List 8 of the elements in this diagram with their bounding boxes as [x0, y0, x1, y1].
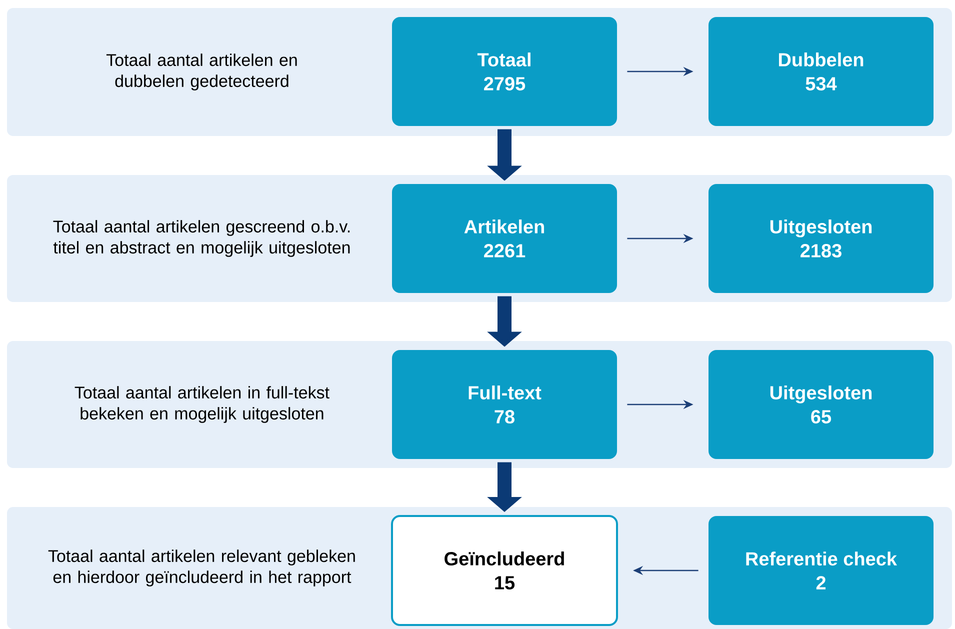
process-box: Referentie check 2 [708, 516, 934, 625]
process-box: Uitgesloten 65 [708, 350, 934, 459]
process-box: Uitgesloten 2183 [708, 184, 934, 293]
process-box: Dubbelen 534 [708, 17, 934, 126]
process-box: Artikelen 2261 [392, 184, 617, 293]
process-box: Geïncludeerd 15 [391, 515, 618, 626]
process-box: Totaal 2795 [392, 17, 617, 126]
process-box: Full-text 78 [392, 350, 617, 459]
